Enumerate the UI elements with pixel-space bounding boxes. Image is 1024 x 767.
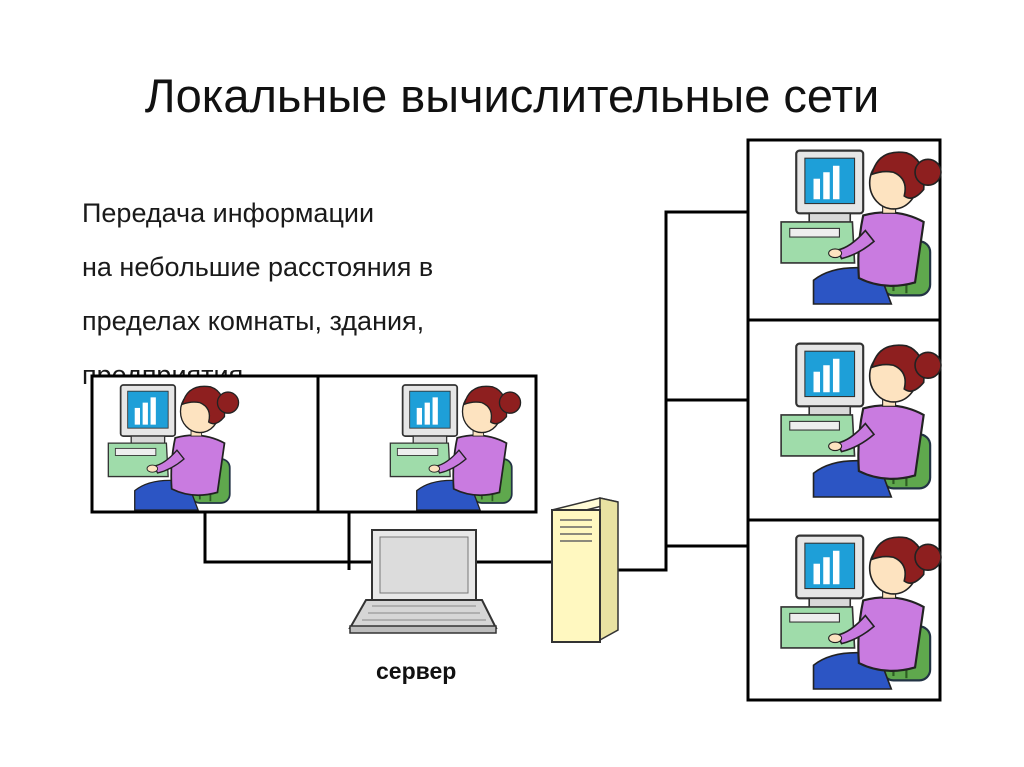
body-line-3: пределах комнаты, здания, [82,306,425,336]
server-label: сервер [376,658,457,684]
server-tower-icon [551,497,619,643]
laptop-icon [348,529,498,634]
slide-title: Локальные вычислительные сети [144,69,880,122]
body-line-2: на небольшие расстояния в [82,252,434,282]
body-line-1: Передача информации [82,198,375,228]
